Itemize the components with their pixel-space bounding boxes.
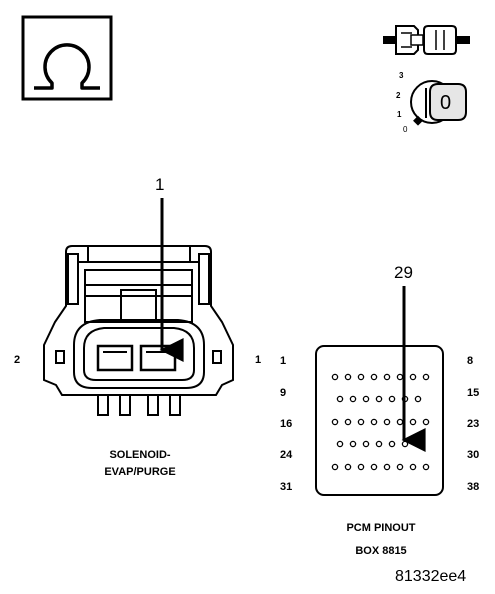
key-position-2: 2 (396, 91, 401, 100)
pcm-row-end-label: 23 (467, 418, 480, 430)
solenoid-caption-line2: EVAP/PURGE (104, 466, 176, 478)
pcm-row-end-label: 38 (467, 481, 480, 493)
pcm-pin (375, 395, 383, 403)
disconnect-connector-icon (383, 25, 470, 55)
pcm-pin (388, 395, 396, 403)
pcm-caption-line1: PCM PINOUT (346, 522, 416, 534)
pcm-pin (383, 463, 391, 471)
key-position-1: 1 (397, 110, 402, 119)
pcm-row-end-label: 15 (467, 387, 480, 399)
pcm-pin (336, 440, 344, 448)
pcm-pin (336, 395, 344, 403)
pcm-pin (375, 440, 383, 448)
pcm-connector-outline (315, 345, 444, 496)
solenoid-cavity-2-label: 2 (14, 354, 21, 366)
pcm-caption-line2: BOX 8815 (355, 545, 407, 557)
pcm-pin (414, 440, 422, 448)
key-label: 0 (440, 92, 452, 114)
pcm-row-start-label: 9 (280, 387, 287, 399)
key-position-0: 0 (403, 125, 408, 134)
pcm-pin (357, 373, 365, 381)
pcm-pin (383, 373, 391, 381)
pcm-pin (388, 440, 396, 448)
pcm-pin (362, 395, 370, 403)
pcm-pin (422, 463, 430, 471)
pcm-pin (370, 373, 378, 381)
pcm-pin (422, 373, 430, 381)
pcm-pin (357, 418, 365, 426)
pcm-pin (383, 418, 391, 426)
pcm-pin (349, 440, 357, 448)
solenoid-caption: SOLENOID- EVAP/PURGE (60, 447, 220, 481)
pcm-pin (357, 463, 365, 471)
ignition-switch-icon (410, 80, 467, 126)
pcm-pin (344, 418, 352, 426)
pcm-row-start-label: 24 (280, 449, 293, 461)
solenoid-connector-drawing (43, 245, 234, 416)
pcm-row-start-label: 31 (280, 481, 293, 493)
pcm-row-end-label: 8 (467, 355, 474, 367)
key-position-3: 3 (399, 71, 404, 80)
pcm-pin (422, 418, 430, 426)
solenoid-cavity-1-label: 1 (255, 354, 262, 366)
solenoid-caption-line1: SOLENOID- (109, 449, 171, 461)
pcm-pin (396, 373, 404, 381)
pcm-caption: PCM PINOUT BOX 8815 (316, 520, 446, 560)
pcm-row-start-label: 16 (280, 418, 293, 430)
pcm-pin (344, 373, 352, 381)
figure-id: 81332ee4 (395, 568, 467, 585)
ohmmeter-icon (21, 15, 113, 101)
pcm-pin-grid (331, 373, 430, 471)
pcm-callout-label: 29 (394, 263, 413, 282)
pcm-row-end-label: 30 (467, 449, 480, 461)
pcm-pin (331, 463, 339, 471)
pcm-pin (409, 463, 417, 471)
pcm-pin (344, 463, 352, 471)
pcm-row-start-label: 1 (280, 355, 287, 367)
pcm-pin (409, 373, 417, 381)
pcm-pin (370, 418, 378, 426)
pcm-pin (362, 440, 370, 448)
pcm-pin (370, 463, 378, 471)
pcm-pin (396, 463, 404, 471)
pcm-pin (331, 418, 339, 426)
pcm-pin (331, 373, 339, 381)
pcm-pin (349, 395, 357, 403)
pcm-pin (401, 440, 409, 448)
solenoid-callout-label: 1 (155, 175, 165, 194)
pcm-pin (396, 418, 404, 426)
pcm-pin (414, 395, 422, 403)
pcm-pin (409, 418, 417, 426)
